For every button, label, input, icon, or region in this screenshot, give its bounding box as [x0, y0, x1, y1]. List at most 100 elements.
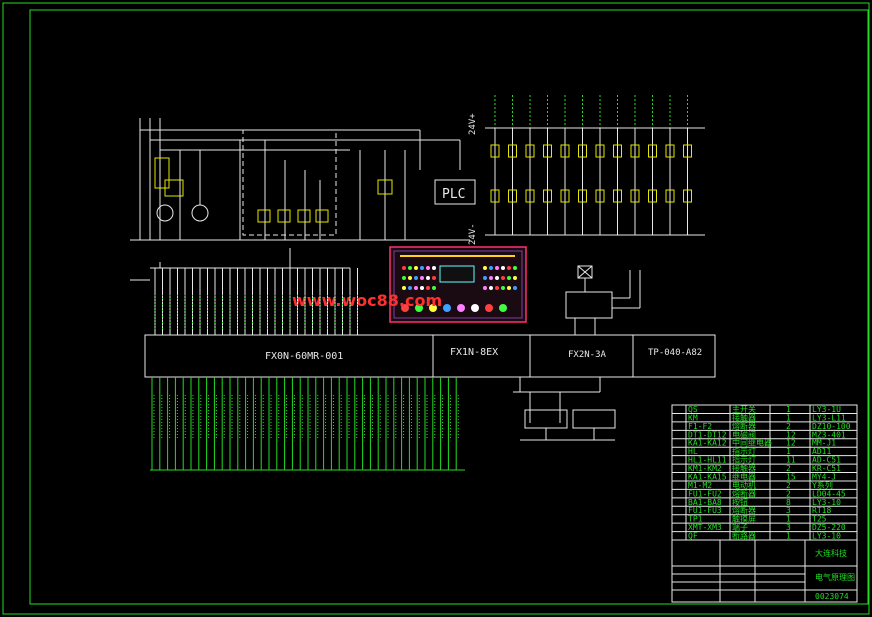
panel-indicator	[402, 266, 406, 270]
bom-name: 按钮	[732, 497, 748, 507]
bom-qty: 3	[786, 523, 791, 532]
bom-model: Y系列	[812, 480, 833, 490]
panel-indicator	[501, 276, 505, 280]
panel-indicator	[408, 266, 412, 270]
panel-indicator	[501, 286, 505, 290]
panel-indicator	[483, 286, 487, 290]
plc-label: PLC	[442, 187, 465, 202]
panel-indicator	[408, 286, 412, 290]
panel-button	[415, 304, 423, 312]
bom-name: 指示灯	[732, 446, 756, 456]
panel-button	[471, 304, 479, 312]
panel-indicator	[414, 276, 418, 280]
bom-code: TP1	[688, 515, 703, 524]
bom-model: DZ10-100	[812, 422, 851, 431]
relay-contact	[595, 144, 605, 158]
bom-code: QF	[688, 532, 698, 541]
panel-indicator	[489, 266, 493, 270]
bom-qty: 1	[786, 413, 791, 422]
panel-indicator	[507, 286, 511, 290]
relay-coil	[560, 189, 570, 203]
bom-code: XMT-XM3	[688, 523, 722, 532]
panel-button	[429, 304, 437, 312]
inner-frame	[29, 9, 869, 605]
bom-code: QS	[688, 405, 698, 414]
panel-indicator	[432, 276, 436, 280]
bom-name: 电动机	[732, 480, 756, 490]
relay-contact	[543, 144, 552, 158]
panel-indicator	[495, 286, 499, 290]
bom-model: LY3-L11	[812, 413, 846, 422]
bom-model: RT18	[812, 506, 831, 515]
panel-indicator	[432, 266, 436, 270]
bom-qty: 2	[786, 464, 791, 473]
transmitter-circuit	[565, 265, 641, 335]
bom-model: MY4-J	[812, 472, 836, 481]
relay-coil	[595, 189, 605, 203]
panel-indicator	[489, 276, 493, 280]
touch-panel-label: TP-040-A82	[648, 348, 702, 358]
relay-contact	[525, 144, 535, 158]
bom-code: F1-F2	[688, 422, 712, 431]
bom-model: T25	[812, 515, 827, 524]
bom-code: DT1-DT12	[688, 430, 727, 439]
panel-indicator	[513, 276, 517, 280]
panel-indicator	[414, 266, 418, 270]
relay-coil	[648, 189, 657, 203]
drawing-number: 0023074	[815, 592, 849, 601]
bom-model: LY3-10	[812, 498, 841, 507]
bom-qty: 2	[786, 489, 791, 498]
bom-name: 熔断器	[732, 421, 756, 431]
panel-indicator	[432, 286, 436, 290]
bom-qty: 1	[786, 447, 791, 456]
bom-name: 电磁阀	[732, 429, 756, 439]
bom-model: DZ5-220	[812, 523, 846, 532]
bom-name: 继电器	[732, 471, 756, 481]
panel-indicator	[408, 276, 412, 280]
bom-code: M1-M2	[688, 481, 712, 490]
title-block	[671, 539, 858, 603]
bom-model: MM-J1	[812, 439, 836, 448]
relay-contact	[613, 144, 622, 158]
panel-indicator	[402, 286, 406, 290]
power-circuit	[130, 118, 470, 241]
bom-code: HL	[688, 447, 698, 456]
panel-indicator	[420, 286, 424, 290]
panel-indicator	[495, 266, 499, 270]
relay-contact	[508, 144, 517, 158]
panel-button	[443, 304, 451, 312]
bom-qty: 15	[786, 472, 796, 481]
bom-name: 指示灯	[732, 455, 756, 465]
input-wiring	[130, 248, 358, 335]
bom-name: 熔断器	[732, 505, 756, 515]
panel-indicator	[501, 266, 505, 270]
control-panel	[389, 246, 527, 323]
bom-name: 端子	[732, 522, 748, 532]
bom-qty: 1	[786, 532, 791, 541]
bom-code: BA1-BA8	[688, 498, 722, 507]
watermark: www.woc88.com	[292, 291, 442, 310]
output-relays	[485, 95, 705, 236]
relay-coil	[630, 189, 640, 203]
panel-button	[401, 304, 409, 312]
bom-qty: 1	[786, 515, 791, 524]
bom-qty: 2	[786, 481, 791, 490]
main-plc-label: FX0N-60MR-001	[265, 351, 343, 362]
bom-model: AD11	[812, 447, 831, 456]
company-name: 大连科技	[815, 548, 847, 558]
ext-module-label: FX1N-8EX	[450, 347, 498, 358]
bom-name: 接触器	[732, 463, 756, 473]
bom-model: AD-C51	[812, 456, 841, 465]
relay-coil	[665, 189, 675, 203]
bom-qty: 12	[786, 439, 796, 448]
bom-code: FU1-FU2	[688, 489, 722, 498]
panel-indicator	[426, 286, 430, 290]
bom-qty: 11	[786, 456, 796, 465]
bom-name: 中间继电器	[732, 438, 772, 448]
relay-coil	[683, 189, 692, 203]
bom-code: KA1-KA15	[688, 472, 727, 481]
panel-indicator	[426, 266, 430, 270]
panel-button	[499, 304, 507, 312]
